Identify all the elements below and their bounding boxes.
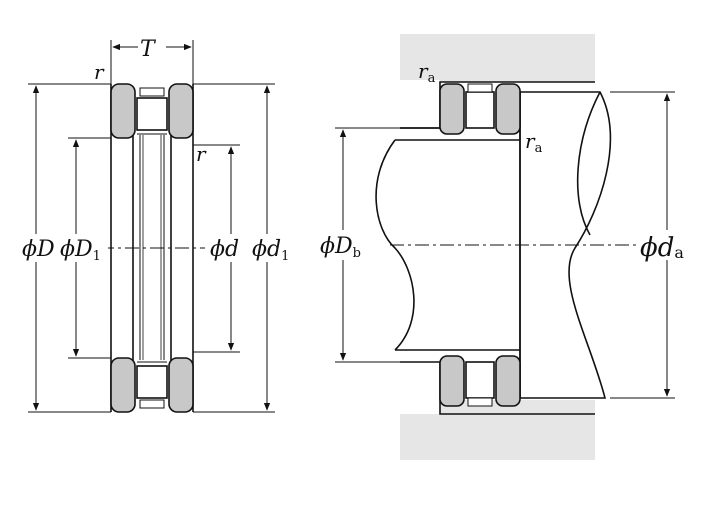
label-ra-top: ra (418, 59, 436, 86)
label-phi-D: ϕD (22, 237, 55, 262)
label-phi-da: ϕda (640, 233, 684, 263)
label-r-left: r (94, 60, 105, 84)
label-phi-Db: ϕDb (320, 234, 361, 261)
label-phi-d: ϕd (210, 237, 239, 262)
label-masks-left (20, 34, 294, 262)
label-masks-right (318, 230, 694, 260)
label-T: T (140, 37, 157, 62)
bearing-cross-section (110, 83, 194, 413)
label-phi-D1: ϕD1 (60, 237, 101, 264)
extension-lines-right (335, 91, 675, 399)
label-ra-mid: ra (525, 129, 543, 156)
bearing-right (439, 83, 521, 407)
extension-lines-left (28, 40, 275, 413)
label-phi-d1: ϕd1 (252, 237, 289, 264)
label-r-right: r (196, 142, 207, 166)
